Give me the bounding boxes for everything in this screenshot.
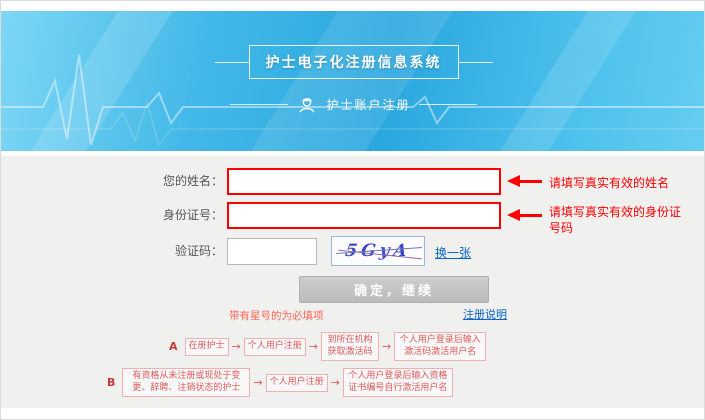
title-flank-line — [458, 61, 493, 63]
page-subtitle: 护士账户注册 — [326, 97, 411, 112]
flow-row-b: B 有资格从未注册或现处于变更、辞聘、注销状态的护士 → 个人用户注册 → 个人… — [107, 368, 453, 398]
banner-content: 护士电子化注册信息系统 护士账户注册 — [1, 11, 704, 115]
flow-step: 个人用户登录后输入激活码激活用户名 — [394, 332, 487, 362]
nurse-icon — [296, 93, 318, 115]
required-note: 带有星号的为必填项 — [229, 310, 324, 322]
flow-step: 在册护士 — [184, 337, 229, 356]
submit-button[interactable]: 确定，继续 — [299, 276, 489, 303]
subtitle-flank-line — [418, 103, 477, 105]
subtitle-flank-line — [230, 103, 289, 105]
arrow-bar — [520, 213, 542, 217]
flow-step: 到所在机构获取激活码 — [320, 332, 379, 362]
system-title: 护士电子化注册信息系统 — [248, 45, 459, 79]
arrow-triangle — [507, 209, 520, 221]
arrow-bar — [520, 179, 542, 183]
name-hint: 请填写真实有效的姓名 — [549, 176, 670, 190]
flow-label-b: B — [107, 376, 116, 390]
id-hint: 请填写真实有效的身份证号码 — [549, 205, 682, 236]
title-flank-line — [214, 61, 249, 63]
arrow-triangle — [507, 175, 520, 187]
flow-arrow-icon: → — [330, 376, 340, 390]
subtitle-row: 护士账户注册 — [230, 93, 477, 115]
captcha-refresh-link[interactable]: 换一张 — [435, 246, 472, 260]
heartbeat-line-icon — [1, 54, 704, 147]
flow-step: 个人用户注册 — [243, 337, 306, 356]
flow-step: 有资格从未注册或现处于变更、辞聘、注销状态的护士 — [122, 368, 251, 398]
id-input[interactable] — [227, 202, 501, 229]
hint-arrow-icon — [507, 175, 542, 187]
captcha-image: 5GyA — [331, 236, 425, 266]
flow-arrow-icon: → — [253, 376, 263, 390]
captcha-input[interactable] — [227, 238, 317, 265]
hint-arrow-icon — [507, 209, 542, 221]
id-label: 身份证号： — [162, 208, 223, 222]
flow-label-a: A — [169, 340, 178, 354]
flow-arrow-icon: → — [308, 340, 318, 354]
flow-arrow-icon: → — [231, 340, 241, 354]
flow-arrow-icon: → — [381, 340, 392, 354]
name-label: 您的姓名： — [162, 174, 223, 188]
registration-form: 您的姓名： 请填写真实有效的姓名 身份证号： 请填写真实有效的身份证号码 验证码… — [1, 156, 704, 408]
flow-step: 个人用户登录后输入资格证书编号自行激活用户名 — [342, 368, 453, 398]
flow-step: 个人用户注册 — [265, 373, 328, 392]
banner-header: 护士电子化注册信息系统 护士账户注册 — [1, 11, 704, 151]
title-row: 护士电子化注册信息系统 — [214, 45, 493, 79]
register-help-link[interactable]: 注册说明 — [463, 308, 507, 321]
captcha-label: 验证码： — [174, 244, 223, 258]
name-input[interactable] — [227, 168, 501, 195]
flow-row-a: A 在册护士 → 个人用户注册 → 到所在机构获取激活码 → 个人用户登录后输入… — [169, 332, 487, 362]
